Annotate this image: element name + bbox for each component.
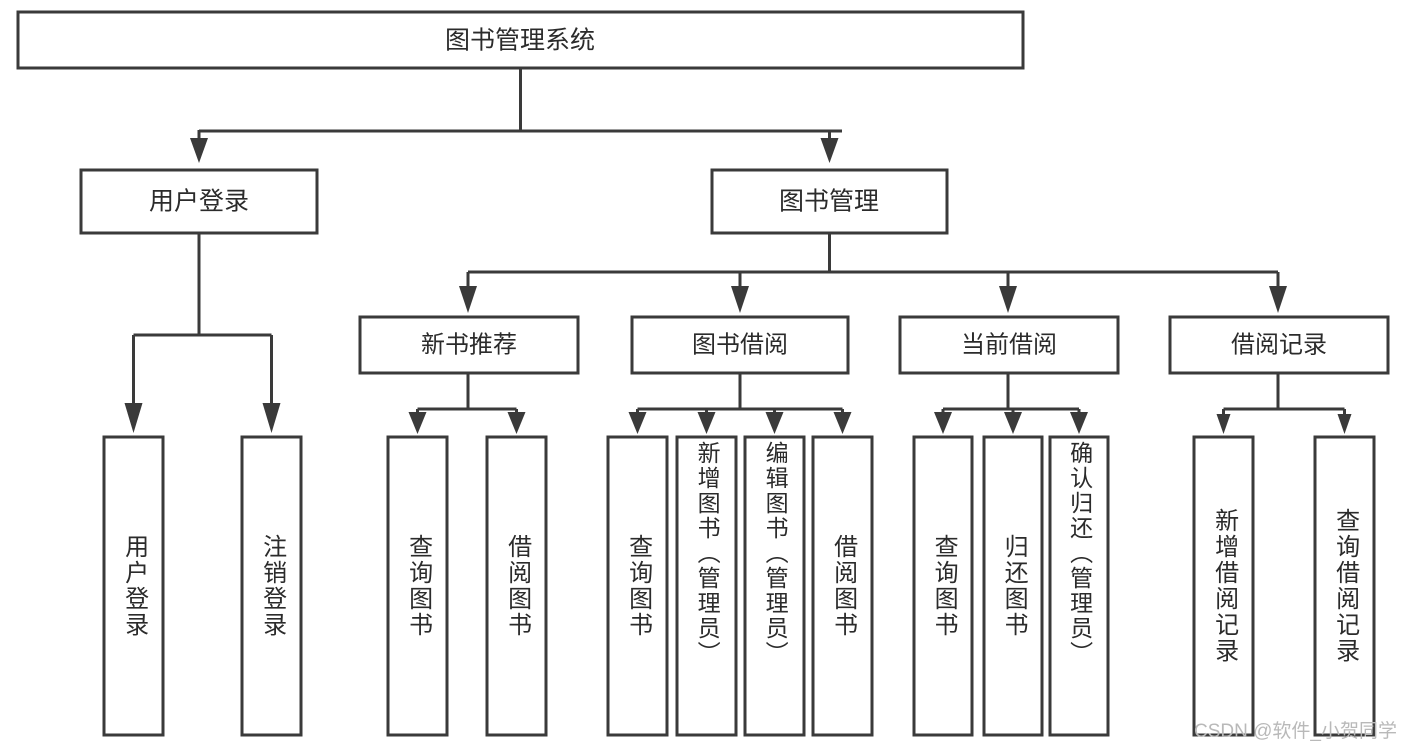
borrow-record-box[interactable] [1168,315,1390,375]
arrow-to-leaf-return-book [1004,412,1022,434]
leaf-box-layer [102,435,1376,737]
arrow-to-leaf-confirm-return [1070,412,1088,434]
node-current-borrow[interactable]: 当前借阅 [898,315,1120,375]
arrow-to-new-book-rec [459,286,477,313]
borrow-record-label: 借阅记录 [1231,331,1327,358]
leaf-box-add-record[interactable] [1192,435,1255,737]
book-management-box[interactable] [710,168,949,235]
leaf-box-borrow-book-a[interactable] [485,435,548,737]
arrow-to-leaf-add-record [1216,414,1231,434]
node-new-book-recommend[interactable]: 新书推荐 [358,315,580,375]
leaf-box-query-record[interactable] [1313,435,1376,737]
arrow-to-leaf-borrow-book-a [507,412,526,434]
watermark-text: CSDN @软件_小贺同学 [1194,721,1397,742]
user-login-box[interactable] [79,168,319,235]
leaf-box-borrow-book-b[interactable] [811,435,874,737]
leaf-box-return-book[interactable] [982,435,1044,737]
arrow-to-leaf-query-record [1337,414,1352,434]
new-book-recommend-box[interactable] [358,315,580,375]
arrow-to-leaf-borrow-book-b [833,412,852,434]
node-book-management[interactable]: 图书管理 [710,168,949,235]
leaf-box-query-book-c[interactable] [912,435,974,737]
current-borrow-box[interactable] [898,315,1120,375]
arrow-to-current-borrow [999,286,1017,313]
arrow-to-leaf-edit-book [765,412,784,434]
user-login-label: 用户登录 [149,188,249,216]
arrow-to-book-mgmt [820,138,839,163]
current-borrow-label: 当前借阅 [961,331,1057,358]
arrow-to-leaf-query-book-c [934,412,952,434]
leaf-box-logout[interactable] [240,435,303,737]
book-borrow-box[interactable] [630,315,850,375]
arrow-to-book-borrow [731,286,749,313]
root-box[interactable] [16,10,1025,70]
node-book-borrow[interactable]: 图书借阅 [630,315,850,375]
book-management-label: 图书管理 [779,188,879,216]
arrow-to-leaf-query-book-a [408,412,427,434]
connector-layer [124,68,1352,434]
book-borrow-label: 图书借阅 [692,331,788,358]
arrow-to-borrow-record [1269,286,1287,313]
arrow-to-user-login [190,138,208,163]
node-root[interactable]: 图书管理系统 [16,10,1025,70]
node-borrow-record[interactable]: 借阅记录 [1168,315,1390,375]
arrow-to-leaf-logout [262,403,281,433]
arrow-to-leaf-add-book [697,412,716,434]
leaf-box-query-book-b[interactable] [606,435,669,737]
root-label: 图书管理系统 [445,27,595,55]
new-book-recommend-label: 新书推荐 [421,331,517,358]
leaf-box-query-book-a[interactable] [386,435,449,737]
leaf-box-add-book[interactable] [675,435,738,737]
arrow-to-leaf-query-book-b [628,412,647,434]
leaf-box-edit-book[interactable] [743,435,806,737]
leaf-box-user-login[interactable] [102,435,165,737]
node-user-login[interactable]: 用户登录 [79,168,319,235]
arrow-to-leaf-user-login [124,403,143,433]
leaf-box-confirm-return[interactable] [1048,435,1110,737]
